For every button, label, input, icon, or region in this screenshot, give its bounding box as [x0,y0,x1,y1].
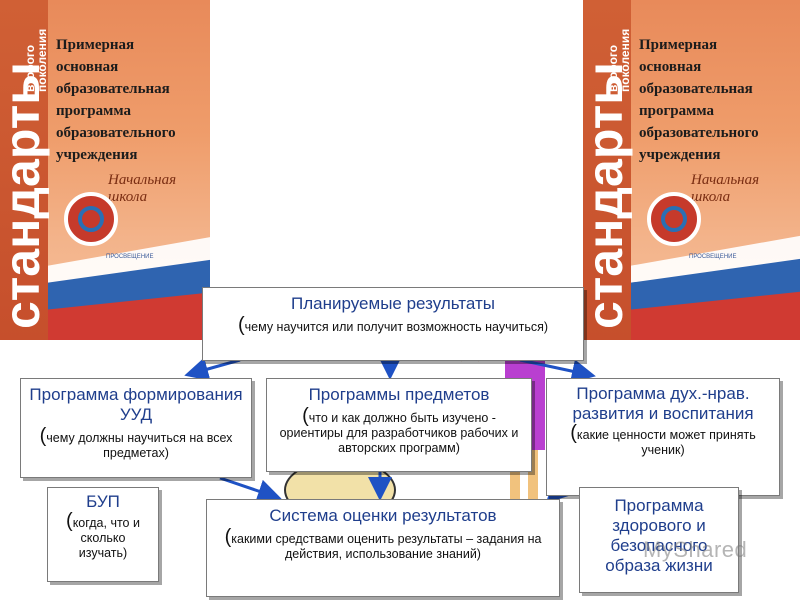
cover-spine-sub: второго поколения [23,28,49,92]
cover-title-line: основная [56,59,119,75]
publisher-logo-icon [64,192,118,246]
planned-results-desc-wrap: (чему научится или получит возможность н… [203,315,583,335]
uud-program-heading: Программа формирования УУД [29,385,243,424]
cover-spine [0,0,48,340]
uud-program-desc: чему должны научиться на всех предметах) [46,431,233,460]
cover-title-line: программа [639,103,714,119]
cover-italic-subtitle: Начальная школа [691,172,760,205]
subject-programs-desc: что и как должно быть изучено - ориентир… [279,411,519,455]
cover-title-line: образовательная [56,81,170,97]
spiritual-moral-program-box: Программа дух.-нрав. развития и воспитан… [546,378,780,496]
evaluation-system-paren: ( [224,526,232,548]
evaluation-system-box: Система оценки результатов (какими средс… [206,499,560,597]
cover-title-line: программа [56,103,131,119]
evaluation-system-desc-wrap: (какими средствами оценить результаты – … [207,527,559,562]
subject-programs-box: Программы предметов (что и как должно бы… [266,378,532,472]
subject-programs-heading: Программы предметов [308,385,490,404]
cover-title-line: основная [639,59,702,75]
cover-title-line: Примерная [639,37,718,53]
subject-programs-desc-wrap: (что и как должно быть изучено - ориенти… [267,406,531,456]
healthy-lifestyle-program-heading: Программа здорового и безопасного образа… [605,496,713,575]
cover-italic-subtitle: Начальная школа [108,172,177,205]
healthy-lifestyle-program-box: Программа здорового и безопасного образа… [579,487,739,593]
book-cover-right: стандарты второго поколения Примерная ос… [583,0,800,340]
cover-title-line: образовательная [639,81,753,97]
uud-program-desc-wrap: (чему должны научиться на всех предметах… [21,426,251,461]
planned-results-paren: ( [237,314,245,336]
cover-spine-sub: второго поколения [606,28,632,92]
cover-title: Примерная основная образовательная прогр… [639,34,759,166]
uud-program-paren: ( [39,425,47,447]
watermark: MyShared [643,537,748,562]
cover-title-line: образовательного [56,125,176,141]
arrow-to-uud [184,357,241,381]
bup-desc: когда, что и сколько изучать) [72,516,140,560]
cover-title-line: учреждения [639,147,721,163]
spiritual-moral-program-heading: Программа дух.-нрав. развития и воспитан… [572,384,754,423]
subject-programs-paren: ( [302,405,309,427]
spiritual-moral-program-paren: ( [570,422,577,444]
evaluation-system-heading: Система оценки результатов [269,506,497,525]
planned-results-desc: чему научится или получит возможность на… [244,320,549,334]
spiritual-moral-program-desc: какие ценности может принять ученик) [576,428,756,457]
cover-title-line: Примерная [56,37,135,53]
cover-title-line: образовательного [639,125,759,141]
cover-publisher: ПРОСВЕЩЕНИЕ [689,254,737,260]
cover-title-line: учреждения [56,147,138,163]
cover-spine [583,0,631,340]
book-cover-left: стандарты второго поколения Примерная ос… [0,0,210,340]
bup-heading: БУП [86,492,120,511]
planned-results-heading: Планируемые результаты [291,294,495,313]
uud-program-box: Программа формирования УУД (чему должны … [20,378,252,478]
cover-title: Примерная основная образовательная прогр… [56,34,176,166]
bup-paren: ( [66,510,73,532]
bup-desc-wrap: (когда, что и сколько изучать) [48,511,158,561]
arrow-to-eval-from-uud [219,476,282,503]
evaluation-system-desc: какими средствами оценить результаты – з… [231,532,542,561]
spiritual-moral-program-desc-wrap: (какие ценности может принять ученик) [547,423,779,458]
cover-publisher: ПРОСВЕЩЕНИЕ [106,254,154,260]
publisher-logo-icon [647,192,701,246]
planned-results-box: Планируемые результаты (чему научится ил… [202,287,584,361]
bup-box: БУП (когда, что и сколько изучать) [47,487,159,582]
